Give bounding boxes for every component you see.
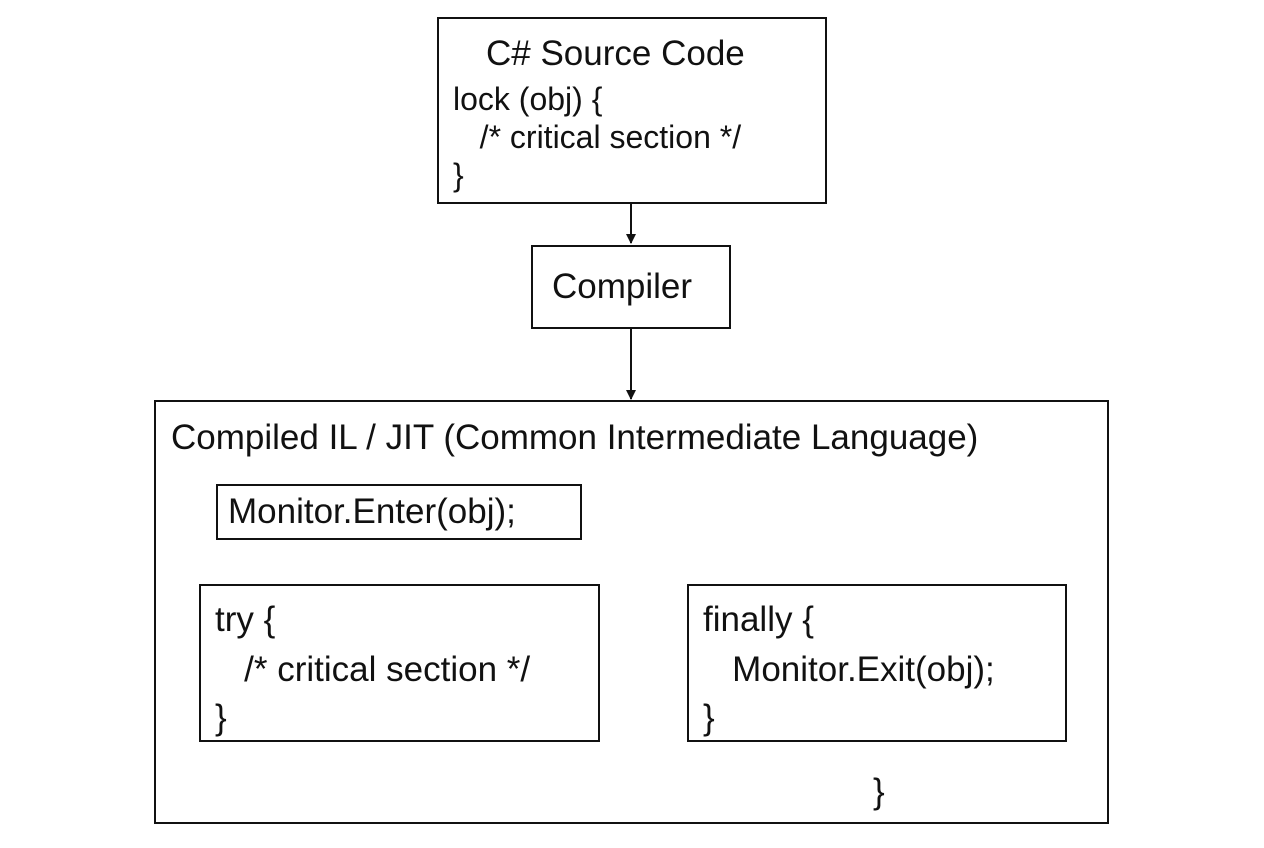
try-block-box: try { /* critical section */ }: [199, 584, 600, 742]
monitor-enter-box: Monitor.Enter(obj);: [216, 484, 582, 540]
try-line-3: }: [215, 698, 227, 737]
finally-line-2: Monitor.Exit(obj);: [703, 650, 995, 689]
source-code-title: C# Source Code: [486, 34, 745, 73]
source-code-line-3: }: [453, 157, 464, 193]
finally-line-3: }: [703, 698, 715, 737]
compiler-label: Compiler: [552, 267, 693, 306]
source-code-line-2: /* critical section */: [453, 119, 742, 155]
closing-brace: }: [873, 772, 885, 811]
compiler-box: Compiler: [531, 245, 731, 329]
finally-block-box: finally { Monitor.Exit(obj); }: [687, 584, 1067, 742]
try-line-2: /* critical section */: [215, 650, 531, 689]
compiled-il-title: Compiled IL / JIT (Common Intermediate L…: [171, 418, 979, 457]
source-code-box: C# Source Code lock (obj) { /* critical …: [437, 17, 827, 204]
finally-line-1: finally {: [703, 600, 814, 639]
try-line-1: try {: [215, 600, 276, 639]
monitor-enter-label: Monitor.Enter(obj);: [228, 492, 516, 531]
source-code-line-1: lock (obj) {: [453, 81, 603, 117]
